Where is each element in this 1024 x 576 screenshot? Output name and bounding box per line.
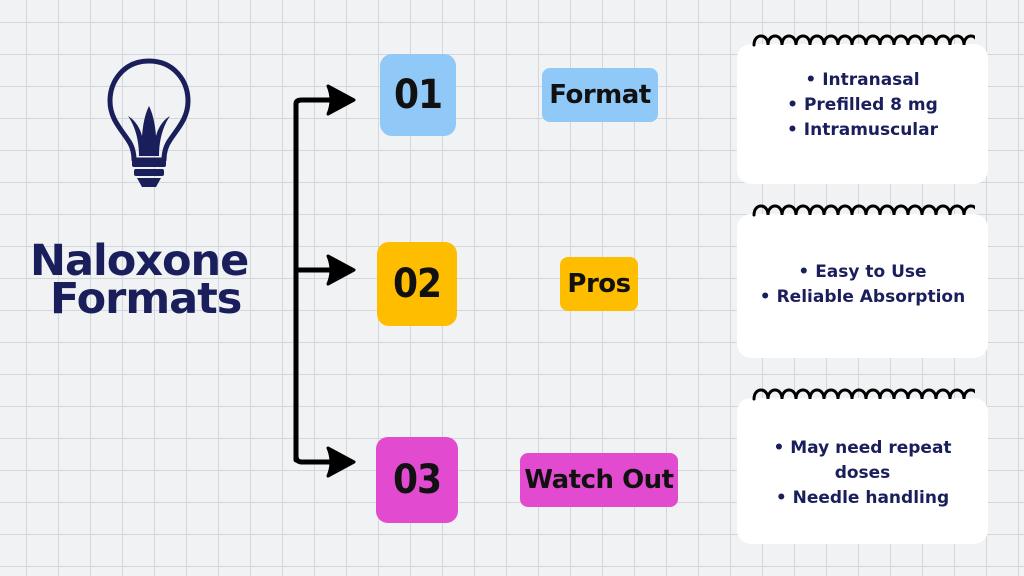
card-list-watch-out: • May need repeat doses • Needle handlin… [737, 436, 988, 511]
list-item: doses [834, 463, 891, 483]
list-item: • Needle handling [775, 488, 950, 508]
arrow-right-icon [326, 446, 356, 478]
list-item: • Intranasal [805, 70, 920, 90]
label-format: Format [542, 68, 658, 122]
arrow-right-icon [326, 84, 356, 116]
step-number-01: 01 [380, 54, 456, 136]
diagram-title: Naloxone Formats [30, 236, 280, 324]
step-number-02: 02 [377, 242, 457, 326]
lightbulb-icon [107, 58, 191, 187]
notepad-card-watch-out: • May need repeat doses • Needle handlin… [737, 398, 988, 544]
title-line-2: Formats [50, 274, 242, 324]
list-item: • Intramuscular [787, 120, 938, 140]
step-number-03: 03 [376, 437, 458, 523]
card-list-pros: • Easy to Use • Reliable Absorption [737, 260, 988, 310]
list-item: • Easy to Use [798, 262, 927, 282]
notepad-card-format: • Intranasal • Prefilled 8 mg • Intramus… [737, 44, 988, 184]
notepad-card-pros: • Easy to Use • Reliable Absorption [737, 214, 988, 358]
label-watch-out: Watch Out [520, 453, 678, 507]
card-list-format: • Intranasal • Prefilled 8 mg • Intramus… [737, 68, 988, 143]
branch-connector [293, 84, 356, 478]
arrow-right-icon [326, 254, 356, 286]
list-item: • Prefilled 8 mg [787, 95, 938, 115]
list-item: • May need repeat [773, 438, 952, 458]
list-item: • Reliable Absorption [759, 287, 966, 307]
title-line-1: Naloxone [30, 236, 249, 286]
label-pros: Pros [560, 257, 638, 311]
notepad-spiral-icon [752, 34, 975, 47]
notepad-spiral-icon [752, 388, 975, 401]
notepad-spiral-icon [752, 204, 975, 217]
